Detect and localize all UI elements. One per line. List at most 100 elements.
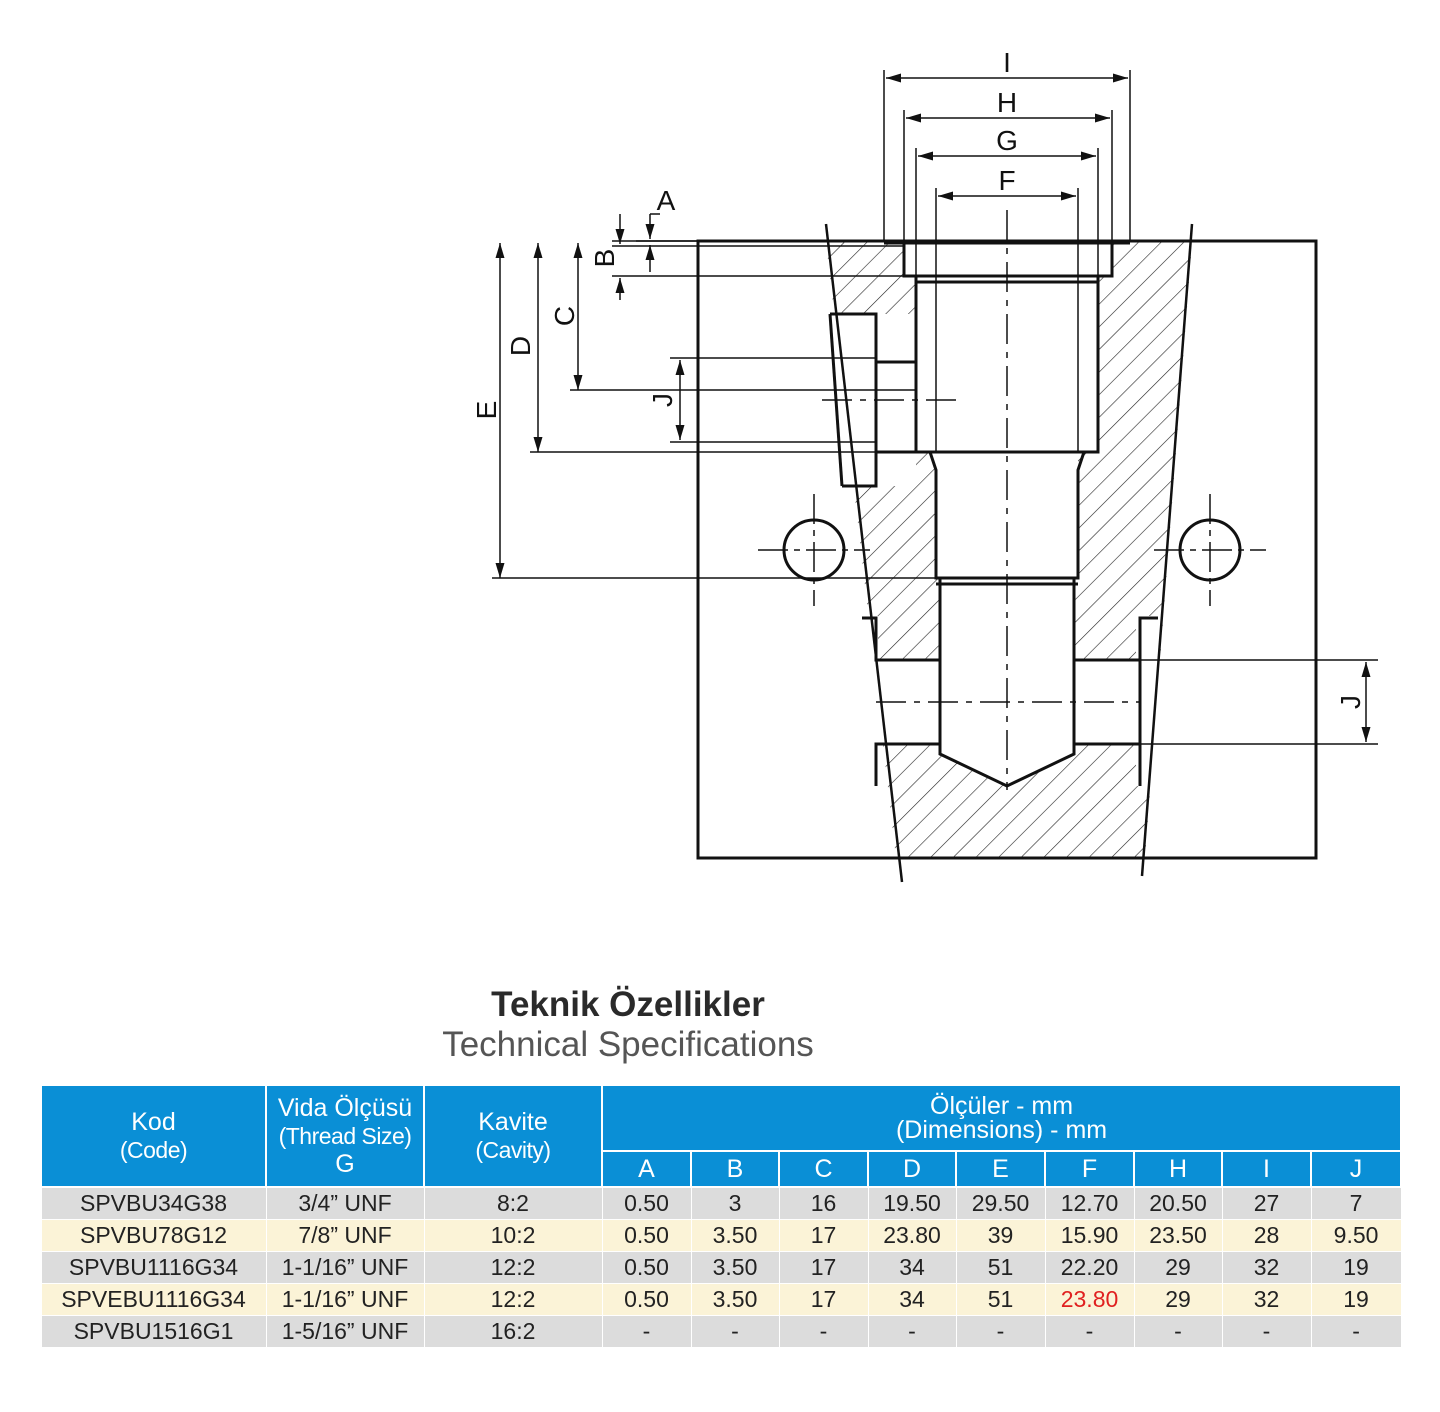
cell-h: 20.50 xyxy=(1133,1186,1223,1220)
cell-a: - xyxy=(601,1315,692,1348)
cell-f: 12.70 xyxy=(1044,1186,1135,1220)
header-thread-g: G xyxy=(335,1150,355,1178)
cell-code: SPVBU78G12 xyxy=(40,1219,267,1252)
cell-a: 0.50 xyxy=(601,1283,692,1316)
cell-code: SPVBU1516G1 xyxy=(40,1315,267,1348)
header-col-i: I xyxy=(1221,1150,1312,1188)
label-I: I xyxy=(1003,47,1011,78)
label-B: B xyxy=(589,249,620,268)
label-A: A xyxy=(657,185,676,216)
cell-e: 51 xyxy=(955,1283,1046,1316)
header-col-h: H xyxy=(1133,1150,1223,1188)
label-D: D xyxy=(505,336,536,356)
cell-a: 0.50 xyxy=(601,1219,692,1252)
cell-i: 27 xyxy=(1221,1186,1312,1220)
cell-c: 16 xyxy=(778,1186,869,1220)
header-code: Kod (Code) xyxy=(40,1084,267,1188)
header-row-1: Kod (Code) Vida Ölçüsü (Thread Size) G K… xyxy=(40,1084,1403,1188)
header-thread-tr: Vida Ölçüsü xyxy=(277,1094,413,1122)
cell-e: 51 xyxy=(955,1251,1046,1284)
cell-c: 17 xyxy=(778,1251,869,1284)
cell-j: 19 xyxy=(1310,1251,1402,1284)
header-cavity: Kavite (Cavity) xyxy=(423,1084,603,1188)
header-row-2: A B C D E F H I J xyxy=(41,1150,1403,1188)
header-dims-en: (Dimensions) - mm xyxy=(895,1116,1108,1144)
cell-f-highlight: 23.80 xyxy=(1044,1283,1135,1316)
cell-thread: 1-1/16” UNF xyxy=(265,1283,425,1316)
cell-d: 23.80 xyxy=(867,1219,957,1252)
table-row: SPVEBU1116G34 1-1/16” UNF 12:2 0.50 3.50… xyxy=(40,1283,1402,1316)
spec-table: Kod (Code) Vida Ölçüsü (Thread Size) G K… xyxy=(40,1084,1403,1348)
header-code-en: (Code) xyxy=(119,1137,188,1163)
label-C: C xyxy=(549,306,580,326)
cell-h: 29 xyxy=(1133,1283,1223,1316)
label-G: G xyxy=(996,125,1018,156)
cell-h: - xyxy=(1133,1315,1223,1348)
label-J-right: J xyxy=(1335,695,1366,709)
header-col-d: D xyxy=(867,1150,957,1188)
cell-i: 32 xyxy=(1221,1283,1312,1316)
depth-dimensions xyxy=(492,213,936,579)
cell-f: - xyxy=(1044,1315,1135,1348)
cell-e: 29.50 xyxy=(955,1186,1046,1220)
cell-code: SPVEBU1116G34 xyxy=(40,1283,267,1316)
cavity-technical-drawing: I H G F A B C D E J J xyxy=(471,47,1378,883)
cell-d: - xyxy=(867,1315,957,1348)
cell-e: - xyxy=(955,1315,1046,1348)
port-j-dimension-right xyxy=(1140,659,1378,745)
header-cavity-tr: Kavite xyxy=(478,1108,548,1136)
wedge-left-edge xyxy=(824,223,904,883)
header-thread: Vida Ölçüsü (Thread Size) G xyxy=(265,1084,425,1188)
cell-j: 9.50 xyxy=(1310,1219,1402,1252)
label-F: F xyxy=(998,165,1015,196)
cell-cavity: 10:2 xyxy=(423,1219,603,1252)
header-col-e: E xyxy=(955,1150,1046,1188)
header-cavity-en: (Cavity) xyxy=(475,1137,551,1163)
label-H: H xyxy=(997,87,1017,118)
mounting-hole-left xyxy=(758,494,870,606)
header-col-a: A xyxy=(601,1150,692,1188)
cell-thread: 7/8” UNF xyxy=(265,1219,425,1252)
cell-d: 34 xyxy=(867,1251,957,1284)
cell-a: 0.50 xyxy=(601,1186,692,1220)
cell-j: - xyxy=(1310,1315,1402,1348)
cell-b: 3 xyxy=(690,1186,780,1220)
cell-code: SPVBU1116G34 xyxy=(40,1251,267,1284)
table-row: SPVBU78G12 7/8” UNF 10:2 0.50 3.50 17 23… xyxy=(40,1219,1402,1252)
title-english: Technical Specifications xyxy=(442,1025,814,1064)
header-code-tr: Kod xyxy=(131,1108,176,1136)
cell-b: 3.50 xyxy=(690,1283,780,1316)
header-thread-en: (Thread Size) xyxy=(278,1123,412,1149)
cell-h: 23.50 xyxy=(1133,1219,1223,1252)
cell-cavity: 16:2 xyxy=(423,1315,603,1348)
header-col-f: F xyxy=(1044,1150,1135,1188)
cell-d: 19.50 xyxy=(867,1186,957,1220)
table-row: SPVBU1116G34 1-1/16” UNF 12:2 0.50 3.50 … xyxy=(40,1251,1402,1284)
cell-cavity: 12:2 xyxy=(423,1283,603,1316)
table-row: SPVBU1516G1 1-5/16” UNF 16:2 - - - - - -… xyxy=(40,1315,1402,1348)
cell-i: 32 xyxy=(1221,1251,1312,1284)
cell-thread: 1-1/16” UNF xyxy=(265,1251,425,1284)
cell-d: 34 xyxy=(867,1283,957,1316)
header-col-j: J xyxy=(1309,1150,1403,1188)
cell-e: 39 xyxy=(955,1219,1046,1252)
cell-thread: 1-5/16” UNF xyxy=(265,1315,425,1348)
cell-j: 19 xyxy=(1310,1283,1402,1316)
spec-title-block: Teknik Özellikler Technical Specificatio… xyxy=(0,985,1256,1065)
label-E: E xyxy=(471,401,502,420)
cell-thread: 3/4” UNF xyxy=(265,1186,425,1220)
label-J-upper: J xyxy=(647,393,678,407)
cell-b: 3.50 xyxy=(690,1251,780,1284)
cell-f: 22.20 xyxy=(1044,1251,1135,1284)
cell-code: SPVBU34G38 xyxy=(40,1186,267,1220)
diameter-dimensions xyxy=(883,70,1131,452)
mounting-hole-right xyxy=(1154,494,1266,606)
cell-h: 29 xyxy=(1133,1251,1223,1284)
cell-a: 0.50 xyxy=(601,1251,692,1284)
title-turkish: Teknik Özellikler xyxy=(491,985,765,1024)
header-dimensions: Ölçüler - mm (Dimensions) - mm xyxy=(600,1084,1403,1152)
cell-j: 7 xyxy=(1310,1186,1402,1220)
table-row: SPVBU34G38 3/4” UNF 8:2 0.50 3 16 19.50 … xyxy=(40,1186,1402,1220)
cell-i: 28 xyxy=(1221,1219,1312,1252)
cell-c: 17 xyxy=(778,1219,869,1252)
